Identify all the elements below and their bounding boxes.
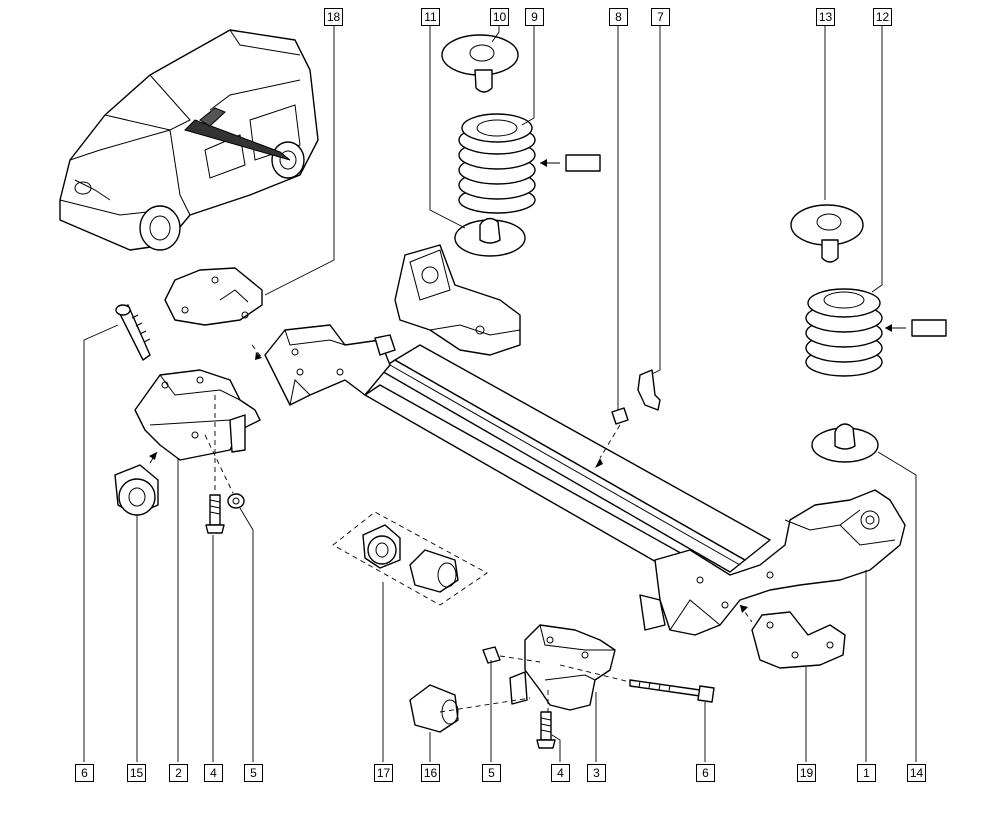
callout-7: 7: [651, 8, 670, 26]
spring-reference-left: [540, 154, 601, 172]
lower-seat-left: [454, 217, 526, 257]
callout-11: 11: [421, 8, 440, 26]
bushing-kit: [332, 511, 488, 606]
plate-left: [164, 267, 263, 326]
plate-right: [751, 611, 846, 669]
leader-lines: [83, 26, 917, 762]
left-bracket: [134, 369, 261, 461]
upper-seat-left: [441, 34, 519, 93]
long-bolt-left: [115, 304, 151, 361]
callout-13: 13: [816, 8, 835, 26]
callout-14: 14: [907, 764, 926, 782]
callout-18: 18: [324, 8, 343, 26]
callout-16: 16: [421, 764, 440, 782]
callout-6-left: 6: [75, 764, 94, 782]
small-bolt: [611, 407, 629, 425]
screw-left: [205, 494, 225, 534]
vehicle-illustration: [59, 29, 319, 251]
bushing-right: [409, 684, 459, 733]
long-bolt-right: [629, 679, 715, 703]
small-bracket: [637, 369, 661, 411]
right-bracket: [509, 624, 616, 711]
callout-1: 1: [857, 764, 876, 782]
callout-4-left: 4: [204, 764, 223, 782]
callout-3: 3: [587, 764, 606, 782]
assembly-guides: [149, 344, 753, 713]
callout-17: 17: [374, 764, 393, 782]
upper-seat-right: [790, 204, 864, 263]
callout-8: 8: [609, 8, 628, 26]
nut-left: [227, 493, 245, 509]
coil-spring-left: [458, 113, 536, 214]
callout-19: 19: [797, 764, 816, 782]
screw-right: [536, 711, 556, 749]
callout-10: 10: [490, 8, 509, 26]
bolt-right: [482, 646, 501, 664]
callout-9: 9: [525, 8, 544, 26]
coil-spring-right: [805, 288, 883, 377]
callout-5-right: 5: [482, 764, 501, 782]
callout-2: 2: [169, 764, 188, 782]
lower-seat-right: [811, 423, 879, 463]
callout-12: 12: [873, 8, 892, 26]
callout-6-right: 6: [696, 764, 715, 782]
callout-5-left: 5: [244, 764, 263, 782]
bushing-left: [114, 464, 159, 516]
spring-reference-right: [885, 319, 947, 337]
callout-15: 15: [127, 764, 146, 782]
callout-4-right: 4: [551, 764, 570, 782]
rear-axle-beam: [264, 244, 906, 636]
